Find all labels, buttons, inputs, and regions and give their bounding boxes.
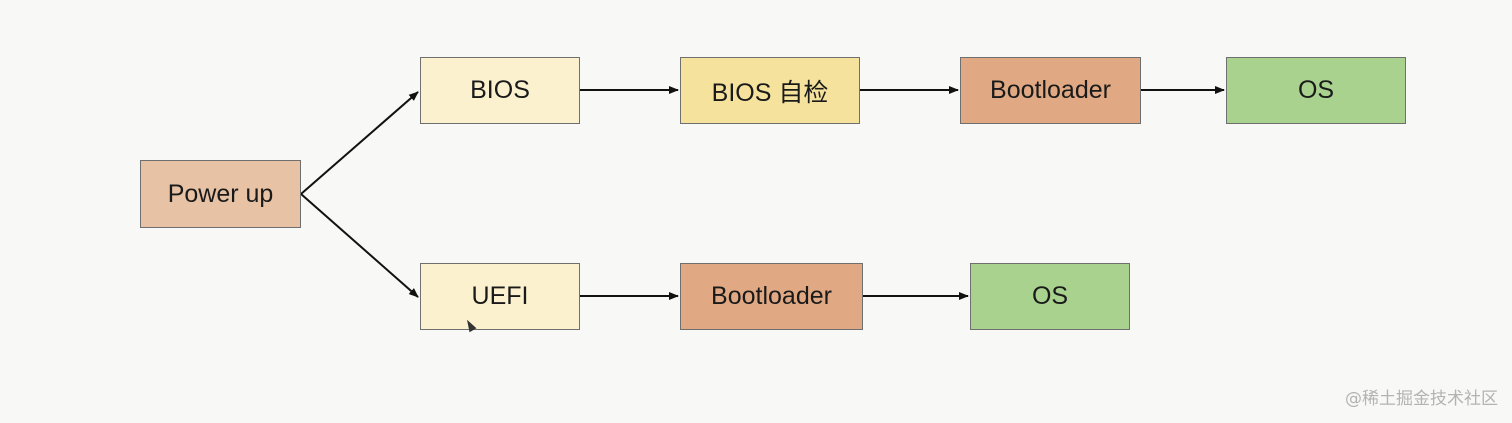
node-bootloader-2: Bootloader xyxy=(680,263,863,330)
node-uefi: UEFI xyxy=(420,263,580,330)
node-os-2: OS xyxy=(970,263,1130,330)
node-power-up: Power up xyxy=(140,160,301,228)
edge-power-up-to-uefi xyxy=(300,193,419,298)
node-os-1: OS xyxy=(1226,57,1406,124)
node-bios: BIOS xyxy=(420,57,580,124)
edge-power-up-to-bios xyxy=(300,91,419,195)
node-bios-post: BIOS 自检 xyxy=(680,57,860,124)
watermark-text: @稀土掘金技术社区 xyxy=(1345,389,1498,409)
node-bootloader-1: Bootloader xyxy=(960,57,1141,124)
